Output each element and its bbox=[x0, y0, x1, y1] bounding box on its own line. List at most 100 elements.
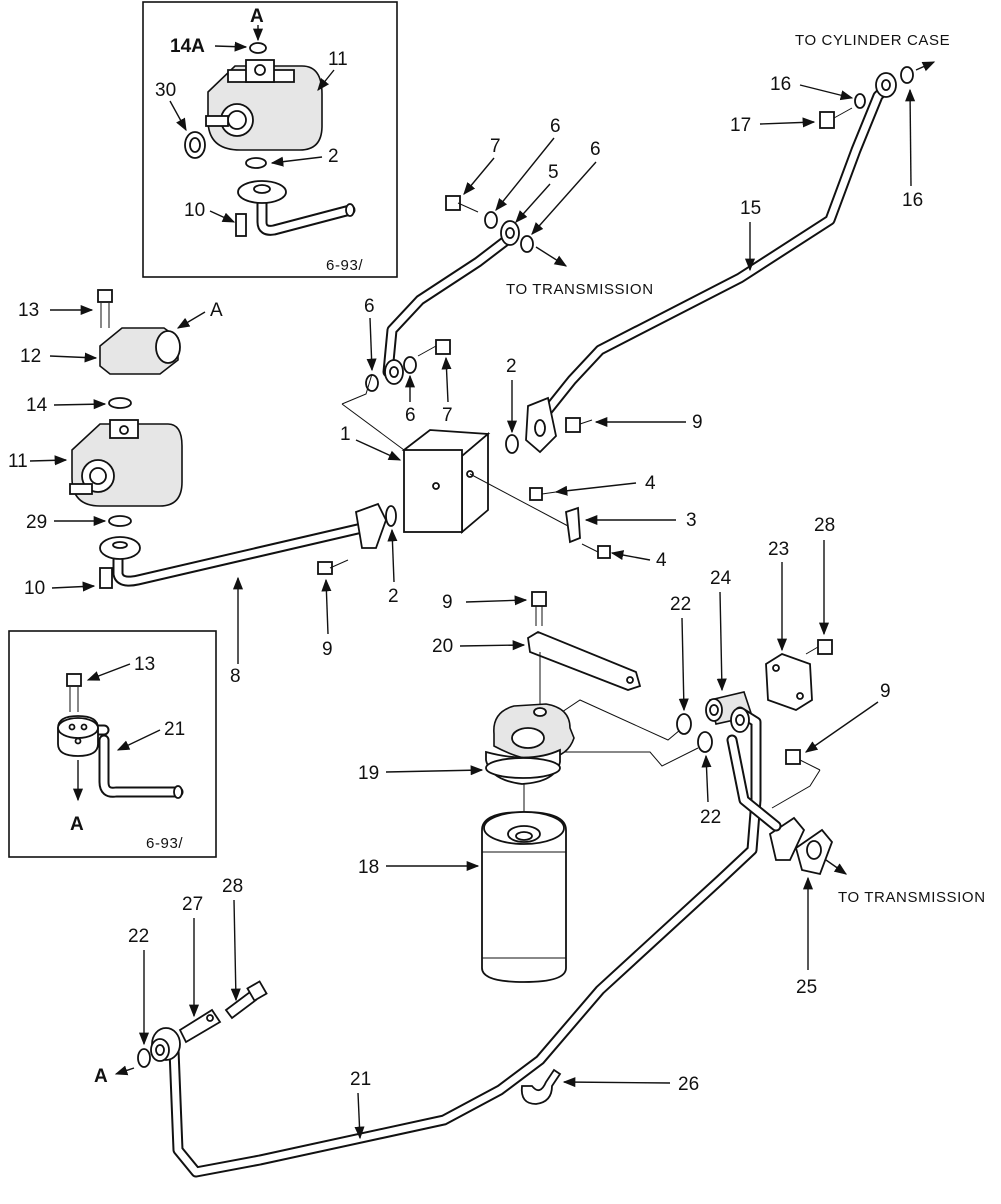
callout-9-right: 9 bbox=[692, 412, 703, 433]
callout-23: 23 bbox=[768, 539, 789, 560]
clip-26 bbox=[520, 1068, 562, 1105]
washer-2-low bbox=[385, 505, 397, 527]
upper-inset-frame bbox=[142, 1, 398, 278]
bracket-20 bbox=[527, 630, 642, 691]
bracket-23 bbox=[765, 653, 813, 711]
callout-2-right: 2 bbox=[506, 356, 517, 377]
callout-a-bottom: A bbox=[94, 1066, 108, 1087]
callout-8: 8 bbox=[230, 666, 241, 687]
upper-inset-ref: 6-93/ bbox=[326, 257, 363, 274]
pipe-21-assembly: 22 A 27 28 21 26 bbox=[94, 706, 782, 1178]
callout-26: 26 bbox=[678, 1074, 699, 1095]
lower-inset-ref: 6-93/ bbox=[146, 835, 183, 852]
callout-25: 25 bbox=[796, 977, 817, 998]
callout-13-inset: 13 bbox=[134, 654, 155, 675]
bolt-7-mid bbox=[435, 339, 451, 355]
callout-29: 29 bbox=[26, 512, 47, 533]
pump-inset bbox=[205, 59, 323, 151]
callout-9-mid: 9 bbox=[442, 592, 453, 613]
washer-6-mid-b bbox=[403, 356, 417, 374]
callout-1: 1 bbox=[340, 424, 351, 445]
washer-16-top bbox=[854, 93, 866, 109]
bolt-17 bbox=[819, 111, 835, 129]
callout-16-top: 16 bbox=[770, 74, 791, 95]
bolt-7-top bbox=[445, 195, 461, 211]
washer-14a bbox=[249, 42, 267, 54]
lower-inset: 13 21 A 6-93/ bbox=[8, 630, 217, 858]
callout-a-inset: A bbox=[70, 814, 84, 835]
washer-14 bbox=[108, 397, 132, 409]
callout-11: 11 bbox=[8, 451, 28, 472]
callout-15: 15 bbox=[740, 198, 761, 219]
callout-28-right: 28 bbox=[814, 515, 835, 536]
washer-29 bbox=[108, 515, 132, 527]
callout-a-left: A bbox=[210, 300, 223, 321]
washer-22-low bbox=[697, 731, 713, 753]
note-to-transmission-lower: TO TRANSMISSION bbox=[838, 889, 986, 906]
bolt-9-mid bbox=[531, 591, 547, 607]
callout-14a: 14A bbox=[170, 36, 205, 57]
left-pump-assembly: 13 A 12 14 11 29 10 8 bbox=[8, 289, 399, 687]
bolt-4-bottom bbox=[597, 545, 611, 559]
bolt-4-top bbox=[529, 487, 543, 501]
lower-inset-frame bbox=[8, 630, 217, 858]
callout-14: 14 bbox=[26, 395, 48, 416]
pipe-15-assembly: 9 15 16 17 16 TO CYLINDER CASE bbox=[525, 32, 950, 454]
bolt-9-low bbox=[785, 749, 801, 765]
bolt-10 bbox=[99, 567, 113, 589]
callout-11-inset: 11 bbox=[328, 49, 348, 70]
callout-4-bottom: 4 bbox=[656, 550, 667, 571]
callout-16-right: 16 bbox=[902, 190, 923, 211]
bolt-9-left bbox=[317, 561, 333, 575]
upper-inset: A 14A 11 30 2 10 6-93/ bbox=[142, 1, 398, 278]
callout-6-top-a: 6 bbox=[550, 116, 561, 137]
callout-10-inset: 10 bbox=[184, 200, 205, 221]
filter-assembly: 9 20 19 18 bbox=[358, 591, 699, 983]
washer-16-right bbox=[900, 66, 914, 84]
right-fittings: 22 22 24 23 28 9 25 TO TRANSMISSION bbox=[670, 515, 986, 998]
bracket-3 bbox=[565, 506, 581, 544]
callout-19: 19 bbox=[358, 763, 379, 784]
callout-13-left: 13 bbox=[18, 300, 39, 321]
callout-2-low: 2 bbox=[388, 586, 399, 607]
callout-a-top: A bbox=[250, 6, 264, 27]
washer-2-inset bbox=[245, 157, 267, 169]
washer-2-right bbox=[505, 434, 519, 454]
bolt-9-right bbox=[565, 417, 581, 433]
callout-9-left: 9 bbox=[322, 639, 333, 660]
bolt-28-left bbox=[246, 980, 268, 1002]
callout-21: 21 bbox=[350, 1069, 371, 1090]
callout-6-mid-a: 6 bbox=[364, 296, 375, 317]
callout-2-inset: 2 bbox=[328, 146, 339, 167]
callout-22-low: 22 bbox=[700, 807, 721, 828]
callout-30: 30 bbox=[155, 80, 176, 101]
callout-10: 10 bbox=[24, 578, 45, 599]
callout-12: 12 bbox=[20, 346, 41, 367]
washer-22-mid bbox=[676, 713, 692, 735]
clamp-27 bbox=[178, 1008, 222, 1044]
callout-4-top: 4 bbox=[645, 473, 656, 494]
callout-17: 17 bbox=[730, 115, 751, 136]
callout-22-mid: 22 bbox=[670, 594, 691, 615]
callout-6-top-b: 6 bbox=[590, 139, 601, 160]
block-1-assembly: 1 4 3 4 2 bbox=[340, 356, 697, 571]
bolt-13-inset bbox=[66, 673, 82, 687]
callout-27: 27 bbox=[182, 894, 203, 915]
callout-28-left: 28 bbox=[222, 876, 243, 897]
callout-20: 20 bbox=[432, 636, 453, 657]
note-to-transmission-upper: TO TRANSMISSION bbox=[506, 281, 654, 298]
washer-22-left bbox=[137, 1048, 151, 1068]
callout-5: 5 bbox=[548, 162, 559, 183]
pipe-8-flange bbox=[354, 502, 387, 549]
callout-7-top: 7 bbox=[490, 136, 501, 157]
callout-7-mid: 7 bbox=[442, 405, 453, 426]
callout-6-mid-b: 6 bbox=[405, 405, 416, 426]
pipe-5-assembly: 7 6 5 6 TO TRANSMISSION 6 6 7 bbox=[364, 116, 654, 426]
callout-24: 24 bbox=[710, 568, 732, 589]
block-1 bbox=[403, 449, 463, 533]
washer-6-top-b bbox=[520, 235, 534, 253]
callout-9-low: 9 bbox=[880, 681, 891, 702]
note-to-cylinder-case: TO CYLINDER CASE bbox=[795, 32, 950, 49]
bolt-13 bbox=[97, 289, 113, 303]
